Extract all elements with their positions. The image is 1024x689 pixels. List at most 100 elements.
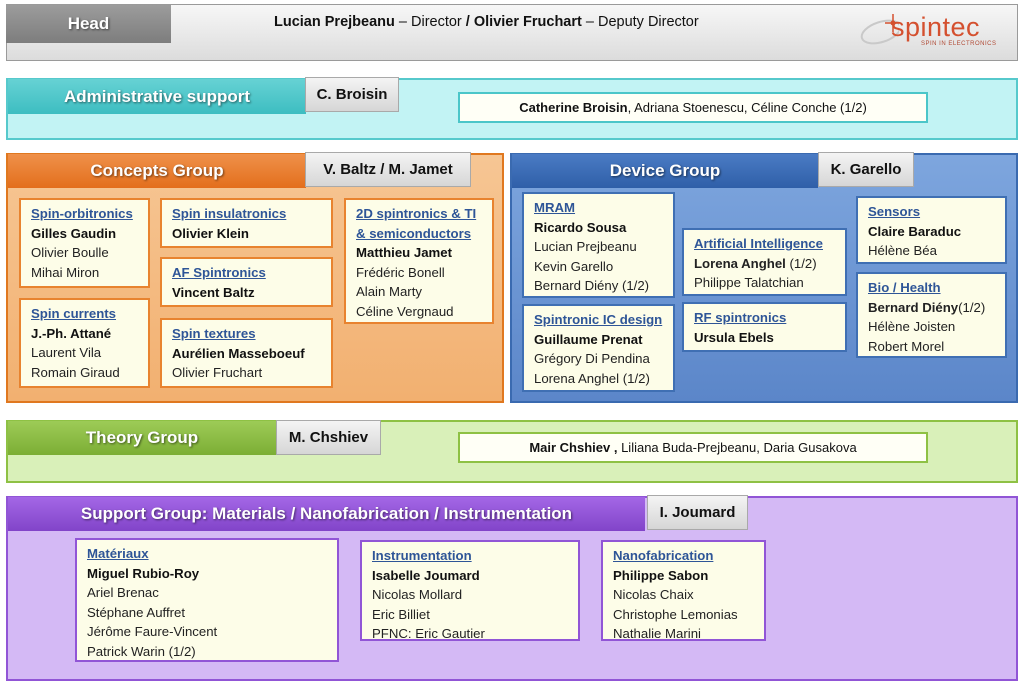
team-member: Mihai Miron	[31, 264, 100, 280]
team-member: Kevin Garello	[534, 258, 614, 274]
team-lead: Vincent Baltz	[172, 284, 255, 300]
team-lead: Bernard Diény	[868, 299, 959, 315]
team-card-bio-health: Bio / Health Bernard Diény(1/2) Hélène J…	[856, 272, 1007, 358]
deputy-name: Olivier Fruchart	[473, 14, 582, 30]
team-member: Bernard Diény (1/2)	[534, 278, 650, 293]
team-card-2d-spintronics: 2D spintronics & TI & semiconductors Mat…	[344, 198, 494, 324]
logo-orbit-icon	[860, 14, 899, 45]
team-lead-line: Lorena Anghel (1/2)	[694, 254, 845, 274]
head-label: Head	[6, 5, 171, 43]
concepts-leader: V. Baltz / M. Jamet	[305, 152, 471, 187]
directors-separator: /	[465, 14, 470, 30]
team-member: Hélène Béa	[868, 243, 937, 258]
logo-text: spintec	[891, 12, 981, 42]
team-lead: Ricardo Sousa	[534, 219, 627, 235]
team-title: Spin-orbitronics	[31, 206, 133, 221]
team-title: AF Spintronics	[172, 265, 266, 280]
theory-members-rest: Liliana Buda-Prejbeanu, Daria Gusakova	[617, 440, 857, 455]
admin-leader: C. Broisin	[305, 77, 399, 112]
team-title-line: 2D spintronics & TI	[356, 206, 477, 221]
device-title: Device Group	[512, 154, 818, 188]
team-card-spintronic-ic-design: Spintronic IC design Guillaume Prenat Gr…	[522, 304, 675, 392]
team-card-spin-orbitronics: Spin-orbitronics Gilles Gaudin Olivier B…	[19, 198, 150, 288]
team-member: Lucian Prejbeanu	[534, 239, 637, 254]
device-leader: K. Garello	[818, 152, 914, 187]
team-lead-line: Bernard Diény(1/2)	[868, 298, 1005, 318]
team-title: Matériaux	[87, 546, 149, 561]
team-title: Artificial Intelligence	[694, 236, 823, 251]
team-title: Spintronic IC design	[534, 312, 663, 327]
team-card-sensors: Sensors Claire Baraduc Hélène Béa	[856, 196, 1007, 264]
team-title: RF spintronics	[694, 310, 787, 325]
team-card-af-spintronics: AF Spintronics Vincent Baltz	[160, 257, 333, 307]
team-lead: Olivier Klein	[172, 225, 249, 241]
team-card-instrumentation: Instrumentation Isabelle Joumard Nicolas…	[360, 540, 580, 641]
team-lead: Matthieu Jamet	[356, 245, 452, 260]
team-lead: Isabelle Joumard	[372, 567, 480, 583]
director-name: Lucian Prejbeanu	[274, 14, 395, 30]
team-card-mram: MRAM Ricardo Sousa Lucian Prejbeanu Kevi…	[522, 192, 675, 298]
team-member: Olivier Fruchart	[172, 365, 263, 380]
team-member: Jérôme Faure-Vincent	[87, 624, 218, 639]
team-card-spin-textures: Spin textures Aurélien Masseboeuf Olivie…	[160, 318, 333, 388]
team-title: Spin currents	[31, 306, 117, 321]
team-card-artificial-intelligence: Artificial Intelligence Lorena Anghel (1…	[682, 228, 847, 296]
director-role: – Director	[398, 14, 462, 30]
team-title: Nanofabrication	[613, 548, 714, 563]
team-card-spin-insulatronics: Spin insulatronics Olivier Klein	[160, 198, 333, 248]
team-member: Eric Billiet	[372, 606, 430, 622]
admin-members-rest: , Adriana Stoenescu, Céline Conche (1/2)	[627, 100, 867, 115]
team-card-nanofabrication: Nanofabrication Philippe Sabon Nicolas C…	[601, 540, 766, 641]
team-member: Philippe Talatchian	[694, 275, 804, 290]
admin-title: Administrative support	[8, 79, 306, 114]
team-member: Nicolas Chaix	[613, 587, 694, 602]
theory-members-lead: Mair Chshiev ,	[529, 440, 618, 455]
support-leader: I. Joumard	[647, 495, 748, 530]
team-member: Stéphane Auffret	[87, 604, 186, 620]
logo-tagline: SPIN IN ELECTRONICS	[921, 41, 997, 47]
team-member: Céline Vergnaud	[356, 303, 454, 319]
team-title: MRAM	[534, 200, 576, 215]
team-member: Hélène Joisten	[868, 319, 956, 334]
team-member: Romain Giraud	[31, 364, 120, 380]
team-lead: Aurélien Masseboeuf	[172, 345, 305, 361]
team-member: Laurent Vila	[31, 345, 102, 360]
team-card-spin-currents: Spin currents J.-Ph. Attané Laurent Vila…	[19, 298, 150, 388]
team-lead: Miguel Rubio-Roy	[87, 565, 200, 581]
team-member: Lorena Anghel (1/2)	[534, 370, 650, 386]
team-title: Spin textures	[172, 326, 256, 341]
deputy-role: – Deputy Director	[585, 14, 699, 30]
team-lead: Guillaume Prenat	[534, 331, 643, 347]
team-member: Patrick Warin (1/2)	[87, 643, 196, 659]
admin-members: Catherine Broisin , Adriana Stoenescu, C…	[458, 92, 928, 123]
team-lead: Claire Baraduc	[868, 223, 962, 239]
team-member: Grégory Di Pendina	[534, 351, 650, 366]
team-member: Nathalie Marini	[613, 626, 701, 641]
theory-members: Mair Chshiev , Liliana Buda-Prejbeanu, D…	[458, 432, 928, 463]
support-title: Support Group: Materials / Nanofabricati…	[8, 497, 645, 531]
team-member: Christophe Lemonias	[613, 606, 738, 622]
spintec-logo: spintec SPIN IN ELECTRONICS	[855, 10, 1005, 50]
directors-line: Lucian Prejbeanu – Director / Olivier Fr…	[274, 14, 699, 30]
team-title: Spin insulatronics	[172, 206, 287, 221]
team-title: Instrumentation	[372, 548, 472, 563]
team-title: Sensors	[868, 204, 921, 219]
head-band	[6, 4, 1018, 61]
team-card-materiaux: Matériaux Miguel Rubio-Roy Ariel Brenac …	[75, 538, 339, 662]
team-member: Olivier Boulle	[31, 245, 109, 260]
team-card-rf-spintronics: RF spintronics Ursula Ebels	[682, 302, 847, 352]
team-title: Bio / Health	[868, 280, 941, 295]
team-member: Frédéric Bonell	[356, 264, 445, 280]
team-member: Robert Morel	[868, 338, 945, 354]
theory-title: Theory Group	[8, 421, 276, 455]
team-lead: J.-Ph. Attané	[31, 325, 112, 341]
team-member: PFNC: Eric Gautier	[372, 626, 485, 641]
team-lead: Philippe Sabon	[613, 567, 709, 583]
team-lead-share: (1/2)	[958, 299, 986, 315]
team-lead: Gilles Gaudin	[31, 225, 117, 241]
team-lead-share: (1/2)	[785, 255, 817, 271]
team-lead: Lorena Anghel	[694, 255, 786, 271]
team-member: Alain Marty	[356, 284, 422, 299]
team-member: Nicolas Mollard	[372, 587, 463, 602]
team-lead: Ursula Ebels	[694, 329, 774, 345]
